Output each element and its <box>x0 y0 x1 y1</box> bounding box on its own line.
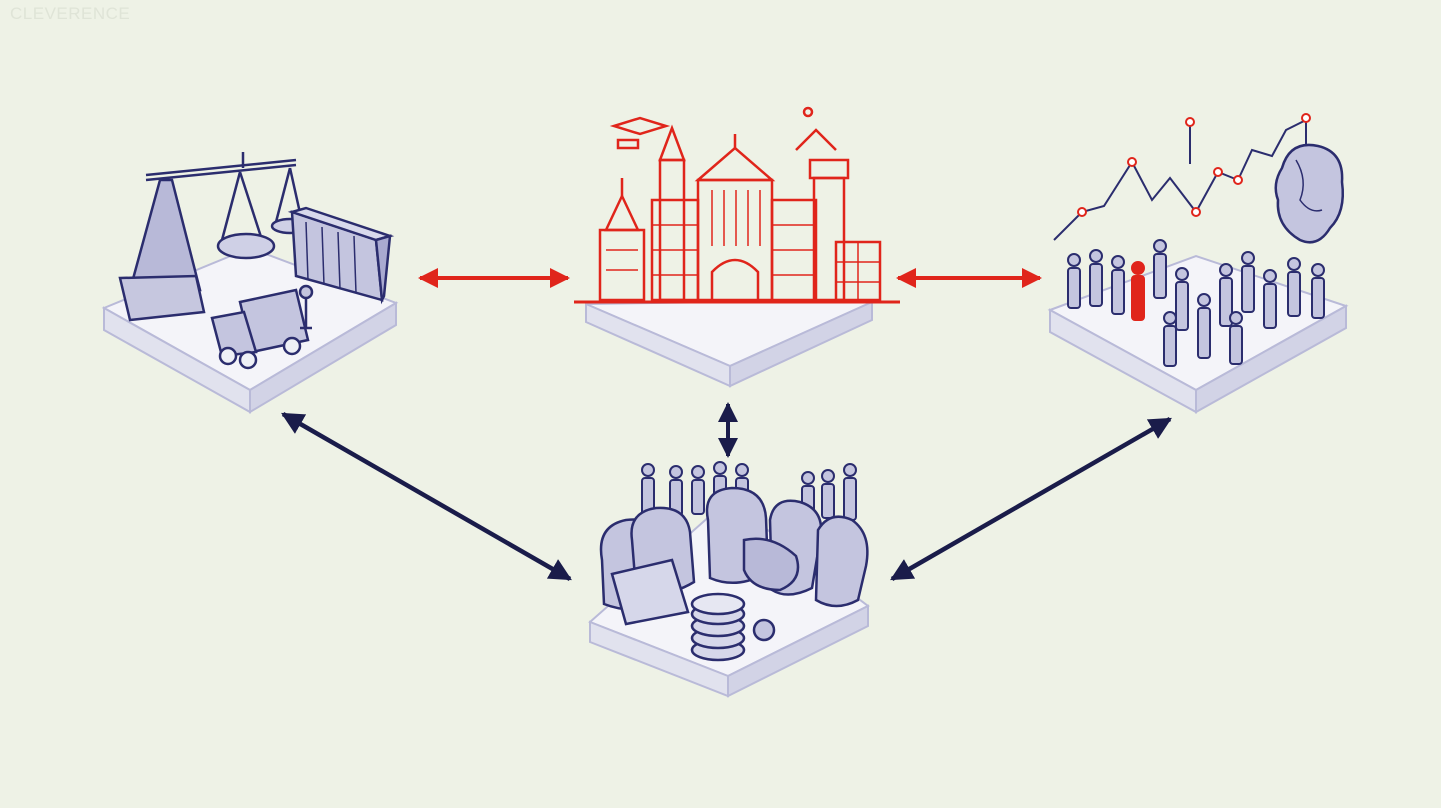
person-icon <box>1067 253 1081 309</box>
person-icon <box>1153 239 1167 299</box>
container-icon <box>287 206 395 305</box>
brain-icon <box>1274 143 1344 244</box>
person-icon <box>691 465 705 515</box>
edges <box>281 268 1172 581</box>
line-chart-icon <box>1053 118 1307 241</box>
person-icon <box>1241 251 1255 313</box>
person-icon <box>1311 263 1325 319</box>
government-building-icon <box>574 106 900 304</box>
person-icon <box>1131 261 1145 321</box>
arrow-trade-society <box>281 412 572 581</box>
public-opinion-node <box>1047 113 1349 414</box>
society-node <box>588 461 870 698</box>
person-icon <box>1263 269 1277 329</box>
person-icon <box>1089 249 1103 307</box>
sacks-icon <box>599 486 869 626</box>
person-icon <box>843 463 857 521</box>
person-icon <box>1175 267 1189 331</box>
person-icon <box>1219 263 1233 327</box>
person-icon <box>1229 311 1243 365</box>
watermark-text: CLEVERENCE <box>10 4 131 23</box>
person-icon <box>1287 257 1301 317</box>
person-icon <box>641 463 655 519</box>
platform <box>588 498 870 698</box>
person-icon <box>1163 311 1177 367</box>
government-node <box>574 106 900 388</box>
trade-node <box>101 152 399 414</box>
person-icon <box>821 469 835 519</box>
truck-icon <box>210 284 314 370</box>
chart-point-markers <box>1077 113 1311 217</box>
person-icon <box>1197 293 1211 359</box>
platform <box>585 300 873 388</box>
person-icon <box>1111 255 1125 315</box>
coins-icon <box>690 592 776 662</box>
person-icon <box>669 465 683 517</box>
crowd-icon <box>1067 239 1325 367</box>
arrow-opinion-society <box>890 417 1172 581</box>
